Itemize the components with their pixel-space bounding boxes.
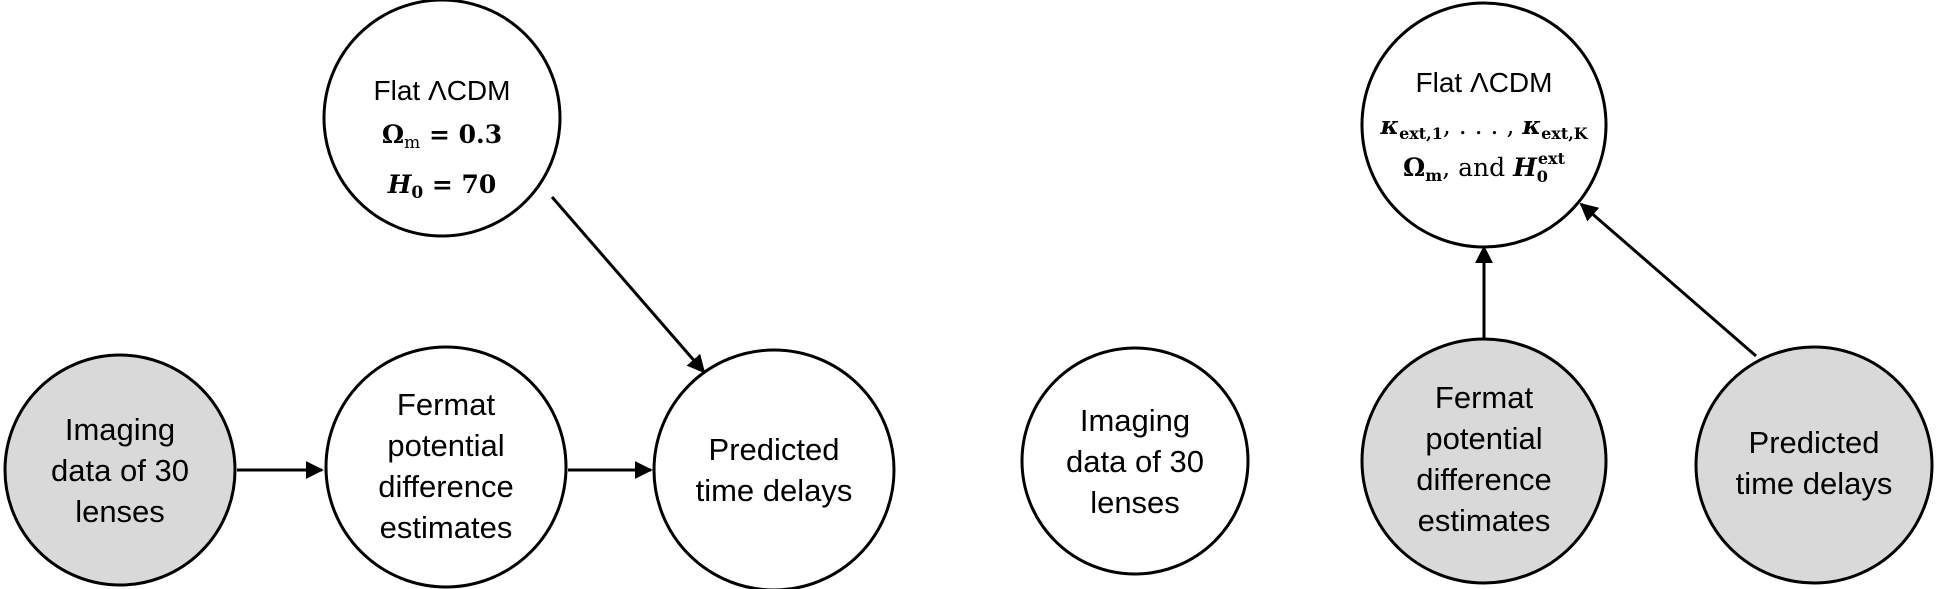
node-left-cosmology: Flat ΛCDM Ωm = 0.3 H0 = 70 <box>322 0 562 238</box>
node-left-cosmology-circle <box>322 0 562 238</box>
node-right-delays-circle <box>1694 345 1934 585</box>
node-left-imaging: Imaging data of 30 lenses <box>3 353 237 587</box>
right-cosmo-params: Ωm, and H0ext <box>1403 149 1566 186</box>
node-right-cosmology: Flat ΛCDM κext,1, . . . , κext,K Ωm, and… <box>1360 1 1608 249</box>
right-fermat-line3: difference <box>1416 462 1552 497</box>
node-right-delays: Predicted time delays <box>1694 345 1934 585</box>
left-cosmo-h0: H0 = 70 <box>387 170 497 203</box>
left-delays-line2: time delays <box>696 473 853 508</box>
left-diagram: Flat ΛCDM Ωm = 0.3 H0 = 70 Imaging data … <box>3 0 896 589</box>
left-imaging-line1: Imaging <box>65 412 175 447</box>
left-fermat-line4: estimates <box>380 510 513 545</box>
right-imaging-line3: lenses <box>1090 485 1180 520</box>
node-left-delays-circle <box>652 348 896 589</box>
right-fermat-line2: potential <box>1425 421 1542 456</box>
left-cosmo-omega: Ωm = 0.3 <box>382 120 502 153</box>
right-imaging-line1: Imaging <box>1080 403 1190 438</box>
node-right-imaging: Imaging data of 30 lenses <box>1020 346 1250 576</box>
node-right-fermat: Fermat potential difference estimates <box>1360 337 1608 585</box>
node-right-imaging-circle <box>1020 346 1250 576</box>
left-cosmo-title: Flat ΛCDM <box>374 75 511 106</box>
right-delays-line2: time delays <box>1736 466 1893 501</box>
left-fermat-line1: Fermat <box>397 387 496 422</box>
node-right-cosmology-circle <box>1360 1 1608 249</box>
edge-cosmo-to-delays <box>550 196 706 374</box>
node-left-delays: Predicted time delays <box>652 348 896 589</box>
node-left-imaging-circle <box>3 353 237 587</box>
right-fermat-line1: Fermat <box>1435 380 1534 415</box>
left-fermat-line2: potential <box>387 428 504 463</box>
node-left-fermat-circle <box>324 345 568 589</box>
right-fermat-line4: estimates <box>1418 503 1551 538</box>
right-cosmo-kappa: κext,1, . . . , κext,K <box>1379 111 1588 143</box>
left-fermat-line3: difference <box>378 469 514 504</box>
left-imaging-line2: data of 30 <box>51 453 189 488</box>
right-diagram: Flat ΛCDM κext,1, . . . , κext,K Ωm, and… <box>1020 1 1934 585</box>
node-left-fermat: Fermat potential difference estimates <box>324 345 568 589</box>
edge-delays-to-cosmo <box>1579 202 1757 358</box>
right-delays-line1: Predicted <box>1749 425 1880 460</box>
right-imaging-line2: data of 30 <box>1066 444 1204 479</box>
left-imaging-line3: lenses <box>75 494 165 529</box>
right-cosmo-title: Flat ΛCDM <box>1416 67 1553 98</box>
node-right-fermat-circle <box>1360 337 1608 585</box>
left-delays-line1: Predicted <box>709 432 840 467</box>
